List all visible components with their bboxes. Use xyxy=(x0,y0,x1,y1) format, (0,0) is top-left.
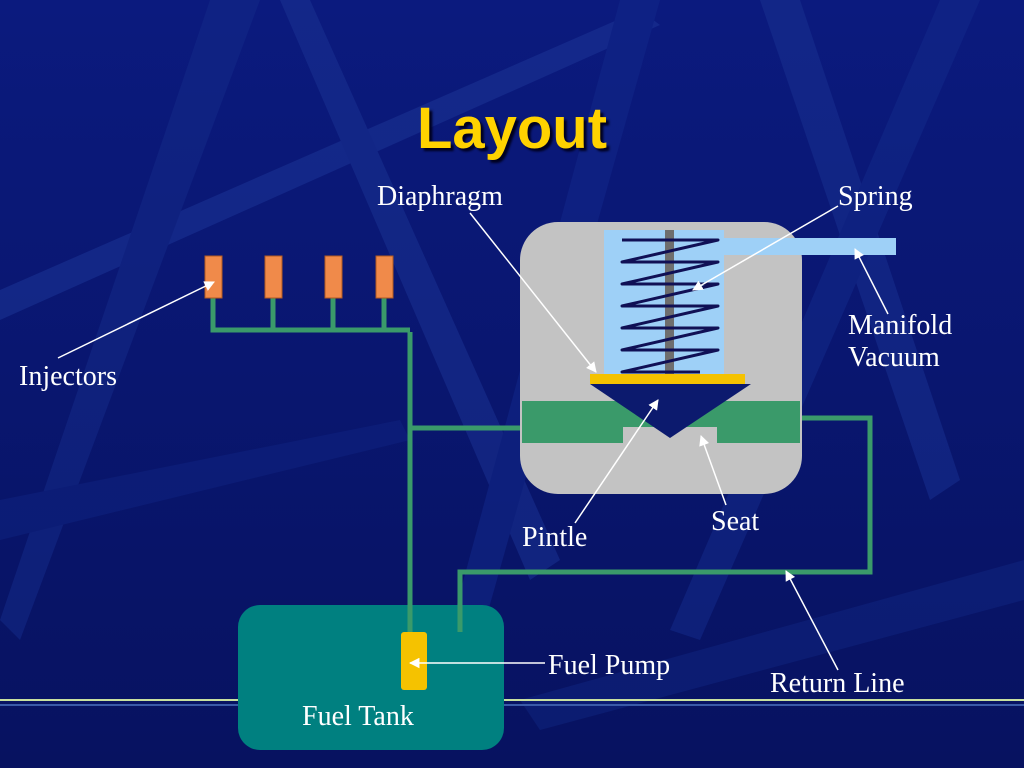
spring-coil xyxy=(620,238,720,374)
injector-3 xyxy=(324,255,343,299)
leader-lines xyxy=(57,205,889,671)
seat-label: Seat xyxy=(711,506,760,537)
fuel-pump-label: Fuel Pump xyxy=(548,650,671,681)
manifold-vacuum-label: Manifold Vacuum xyxy=(848,310,952,374)
manifold-vacuum-leader xyxy=(854,248,889,315)
pintle xyxy=(590,384,751,438)
return-line xyxy=(457,415,873,632)
pintle-label: Pintle xyxy=(522,522,588,553)
diaphragm-label: Diaphragm xyxy=(377,181,503,212)
diaphragm xyxy=(590,374,745,384)
return-line-label: Return Line xyxy=(770,668,905,699)
fuel-lines xyxy=(210,298,873,632)
diaphragm-leader xyxy=(469,212,597,373)
return-line-leader xyxy=(785,570,839,671)
pintle-leader xyxy=(574,399,659,524)
manifold-vacuum-line1: Manifold xyxy=(848,310,953,341)
spring-leader xyxy=(692,205,839,291)
manifold-vacuum-line2: Vacuum xyxy=(848,342,940,374)
slide-title: Layout xyxy=(416,96,608,161)
seat-leader xyxy=(699,435,727,506)
injector-4 xyxy=(375,255,394,299)
pressure-regulator xyxy=(520,222,896,494)
injector-2 xyxy=(264,255,283,299)
injector-1 xyxy=(204,255,223,299)
injectors-leader xyxy=(57,281,215,359)
fuel-tank-label: Fuel Tank xyxy=(302,701,414,732)
injector-manifold-line xyxy=(210,298,410,333)
spring-rod xyxy=(665,230,674,376)
spring-label: Spring xyxy=(838,181,913,212)
injectors-label: Injectors xyxy=(19,361,117,392)
fuel-tank xyxy=(238,605,504,750)
fuel-pump xyxy=(401,632,427,690)
vacuum-tube xyxy=(718,238,896,255)
